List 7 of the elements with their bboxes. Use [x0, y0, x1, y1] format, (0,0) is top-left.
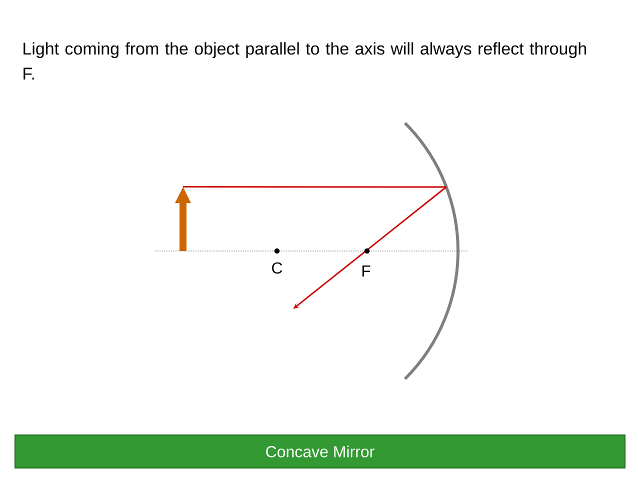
point-label: C — [272, 262, 282, 274]
light-ray — [183, 186, 446, 188]
title: Light coming from the object parallel to the axis will always reflect through F. — [24, 42, 586, 80]
object-arrow — [175, 186, 191, 251]
title-band: Concave Mirror — [14, 434, 626, 468]
point-label: F — [362, 265, 370, 276]
concave-mirror — [404, 122, 460, 380]
